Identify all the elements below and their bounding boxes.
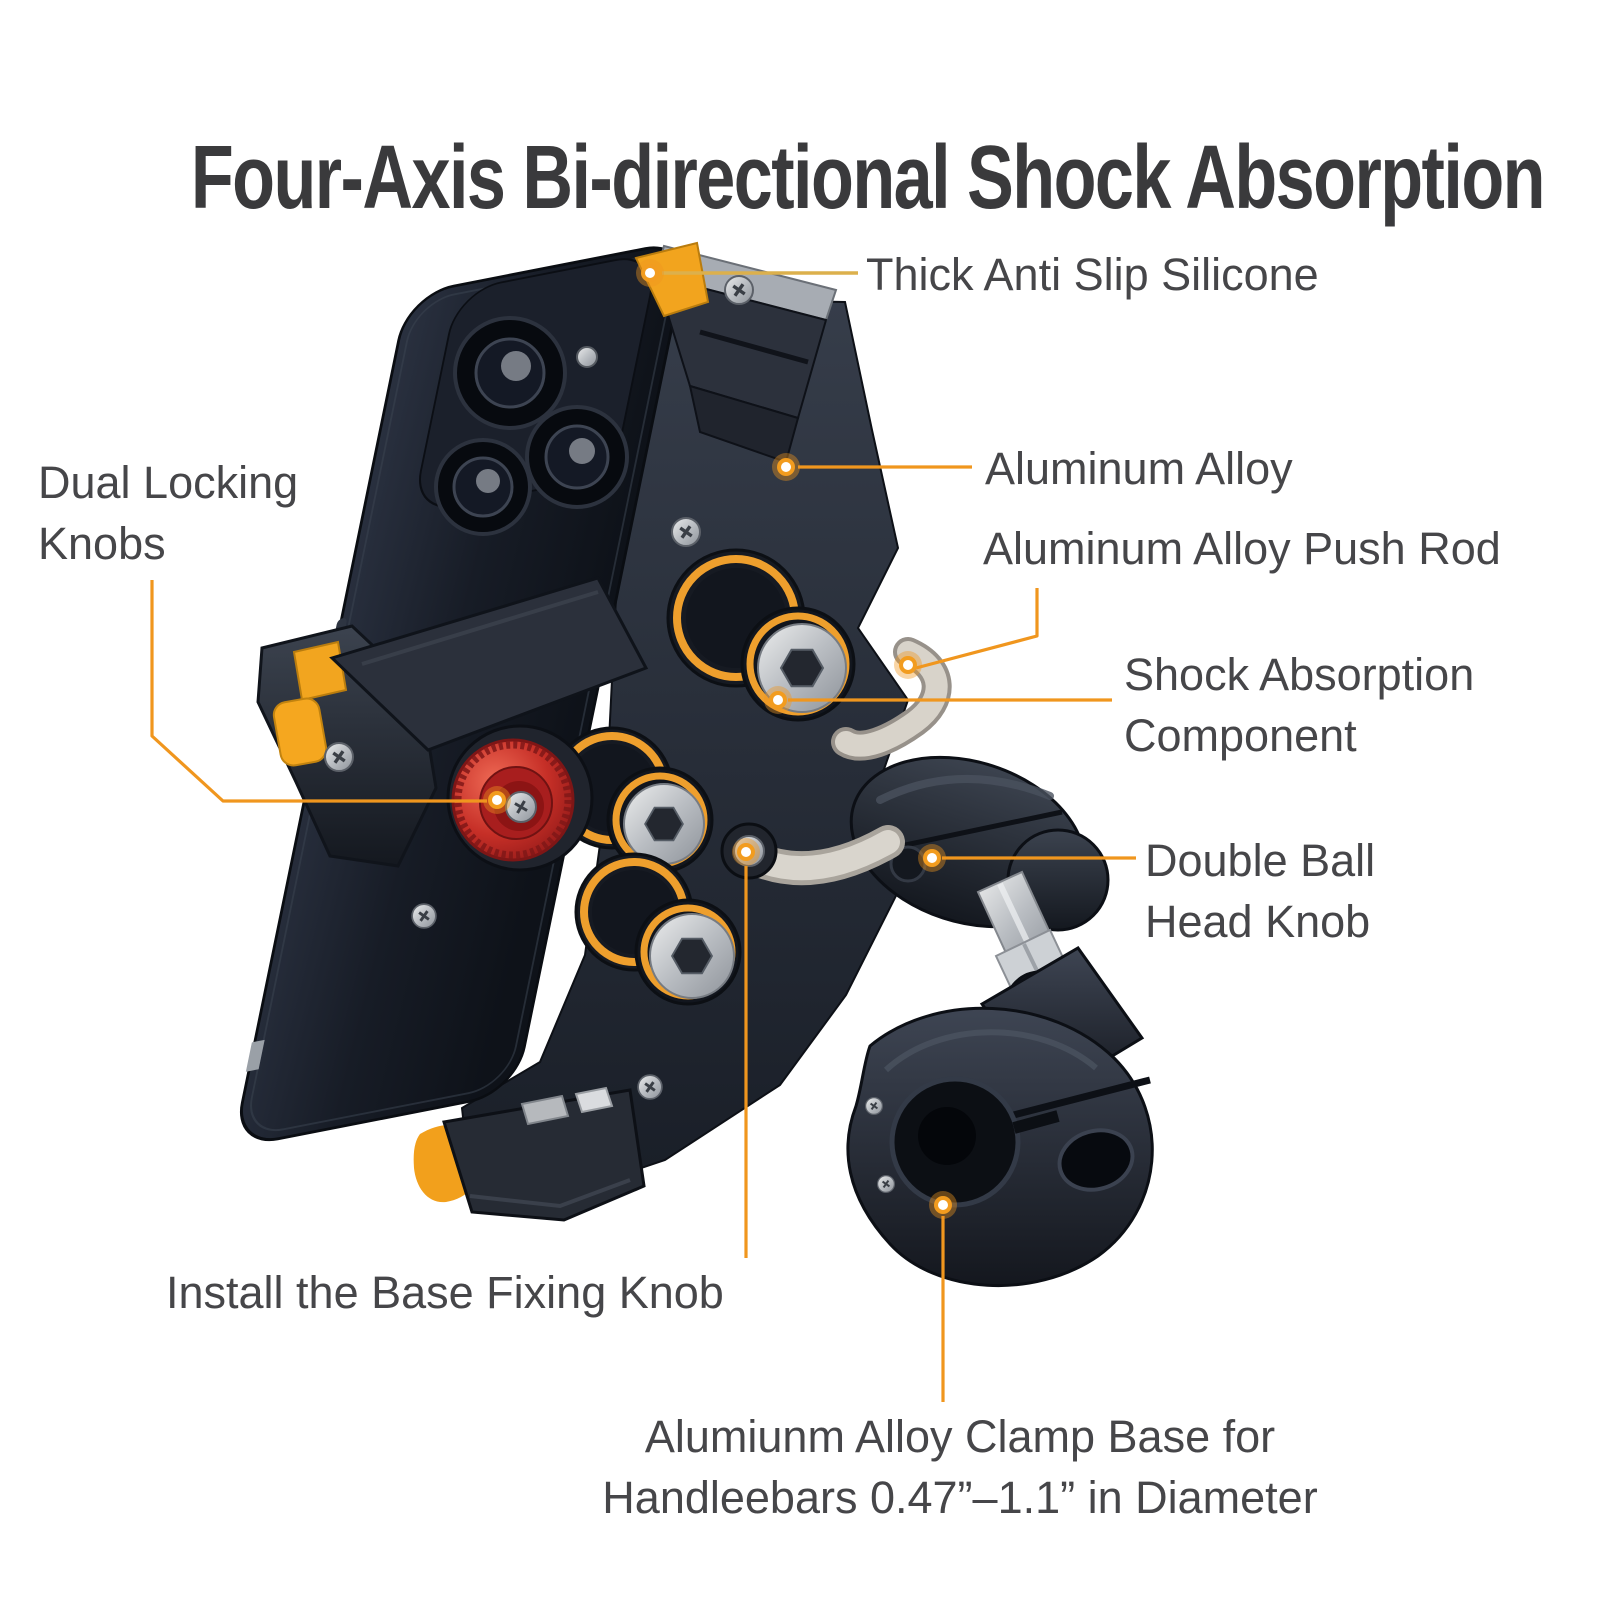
callout-text-line2: Head Knob bbox=[1145, 896, 1371, 947]
push-rod bbox=[831, 637, 952, 761]
clamp-silicone-pad bbox=[292, 640, 348, 702]
phone-camera-lens bbox=[453, 316, 567, 430]
callout-text: Aluminum Alloy bbox=[985, 443, 1293, 494]
callout-shock-absorption-component: Shock Absorption Component bbox=[1124, 644, 1474, 766]
callout-thick-anti-slip-silicone: Thick Anti Slip Silicone bbox=[866, 244, 1319, 305]
cradle-arm bbox=[329, 576, 649, 752]
side-locking-button bbox=[272, 697, 328, 767]
leader-line-dual-locking bbox=[150, 580, 487, 803]
red-locking-knob bbox=[446, 724, 594, 872]
camera-flash bbox=[576, 346, 598, 368]
callout-text-line2: Component bbox=[1124, 710, 1357, 761]
callout-dot bbox=[894, 651, 922, 679]
callout-text-line1: Dual Locking bbox=[38, 457, 299, 508]
callout-text-line1: Alumiunm Alloy Clamp Base for bbox=[644, 1411, 1276, 1462]
callout-dots bbox=[483, 259, 957, 1219]
callout-dot bbox=[772, 453, 800, 481]
page-title: Four-Axis Bi-directional Shock Absorptio… bbox=[190, 128, 1546, 229]
top-clamp bbox=[634, 241, 838, 464]
callout-aluminum-alloy-push-rod: Aluminum Alloy Push Rod bbox=[983, 518, 1501, 579]
shock-damper bbox=[574, 852, 742, 1006]
leader-line-push-rod bbox=[915, 588, 1039, 670]
phone-camera-lens bbox=[434, 438, 532, 536]
callout-dot bbox=[929, 1191, 957, 1219]
callout-text-line2: Knobs bbox=[38, 518, 166, 569]
callout-dot bbox=[764, 686, 792, 714]
plate-screw bbox=[636, 1073, 664, 1101]
callout-text-line1: Double Ball bbox=[1145, 835, 1376, 886]
callout-text-line2: Handleebars 0.47”–1.1” in Diameter bbox=[602, 1472, 1318, 1523]
anti-slip-silicone-pad bbox=[634, 241, 710, 318]
callout-text: Thick Anti Slip Silicone bbox=[866, 249, 1319, 300]
callout-dot bbox=[732, 838, 760, 866]
antenna-stripe bbox=[245, 1039, 265, 1072]
clamp-base bbox=[846, 946, 1154, 1288]
shock-damper bbox=[666, 548, 856, 722]
phone-camera-lens bbox=[525, 405, 629, 509]
bottom-bracket bbox=[413, 1086, 646, 1222]
callout-text: Aluminum Alloy Push Rod bbox=[983, 523, 1501, 574]
callout-text-line1: Shock Absorption bbox=[1124, 649, 1475, 700]
callout-dot bbox=[918, 844, 946, 872]
callout-dot bbox=[483, 786, 511, 814]
callout-text: Install the Base Fixing Knob bbox=[166, 1267, 724, 1318]
callout-double-ball-head-knob: Double Ball Head Knob bbox=[1145, 830, 1375, 952]
callout-install-base-fixing-knob: Install the Base Fixing Knob bbox=[166, 1262, 724, 1323]
callout-dot bbox=[636, 259, 664, 287]
plate-screw bbox=[410, 902, 438, 930]
side-hole bbox=[1057, 1128, 1135, 1192]
callout-dual-locking-knobs: Dual Locking Knobs bbox=[38, 452, 298, 574]
callout-clamp-base: Alumiunm Alloy Clamp Base for Handleebar… bbox=[520, 1406, 1400, 1528]
plate-screw bbox=[670, 516, 702, 548]
callout-aluminum-alloy: Aluminum Alloy bbox=[985, 438, 1293, 499]
